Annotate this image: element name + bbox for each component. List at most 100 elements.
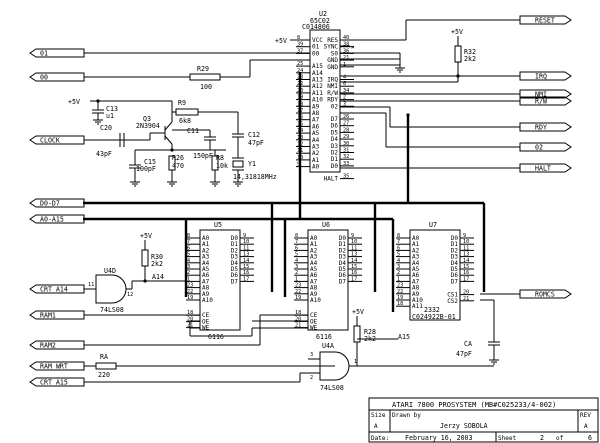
u7-pin-15: 15 — [463, 264, 469, 270]
u6-pinlabel-a4: A4 — [310, 260, 318, 267]
u7-pinlabel-d4: D4 — [451, 260, 459, 267]
u2-pin-26: 26 — [343, 114, 349, 120]
u5-pin-10: 10 — [243, 239, 249, 245]
a14-net-label: A14 — [152, 273, 164, 281]
size-label: Size — [371, 412, 386, 419]
svg-text:00: 00 — [40, 74, 48, 82]
u5-part: 6116 — [208, 333, 224, 341]
r28-ref: R28 — [364, 328, 376, 336]
u4d-type: 74LS08 — [100, 306, 124, 314]
u7-pin-22: 22 — [397, 289, 403, 295]
u7-pinlabel-d7: D7 — [451, 278, 459, 285]
u7-pin-7: 7 — [397, 239, 400, 245]
u5-pin-7: 7 — [187, 239, 190, 245]
u5-pin-5: 5 — [187, 252, 190, 258]
u5-pinlabel-a5: A5 — [202, 266, 210, 273]
c15-value: 100pF — [136, 165, 156, 173]
u7-pinlabel-a5: A5 — [412, 266, 420, 273]
q3-type: 2N3904 — [136, 122, 160, 130]
u7-pin-13: 13 — [463, 252, 469, 258]
u2-pin-38: 38 — [343, 42, 349, 48]
u2-pin-22: 22 — [297, 81, 303, 87]
port-rw: R/W — [519, 96, 572, 106]
u2-pinlabel-a2: A2 — [312, 150, 320, 157]
u5-pin-15: 15 — [243, 264, 249, 270]
u2-pinlabel-a15: A15 — [312, 63, 323, 70]
u5-pin-8: 8 — [187, 233, 190, 239]
u2-pinlabel-a4: A4 — [312, 137, 320, 144]
u7-pin-5: 5 — [397, 252, 400, 258]
u6-pinlabel-d0: D0 — [339, 235, 347, 242]
svg-text:RAM1: RAM1 — [40, 312, 56, 320]
date-value: February 16, 2003 — [405, 434, 473, 442]
u6-pinlabel-d6: D6 — [339, 272, 347, 279]
r30-ref: R30 — [151, 253, 163, 261]
u2-pin-13: 13 — [297, 135, 303, 141]
u5-pinlabel-we: WE — [202, 325, 210, 332]
u5-pinlabel-d6: D6 — [231, 272, 239, 279]
u2-pin-2: 2 — [343, 95, 346, 101]
r30-value: 2k2 — [151, 260, 163, 268]
u7-pinlabel-a11: A11 — [412, 303, 423, 310]
u5-pin-14: 14 — [243, 258, 249, 264]
u6-pinlabel-a6: A6 — [310, 272, 318, 279]
u5-pinlabel-a9: A9 — [202, 291, 210, 298]
date-label: Date: — [371, 435, 389, 442]
svg-text:RDY: RDY — [535, 124, 547, 132]
u2-pin-30: 30 — [343, 141, 349, 147]
u5-pinlabel-d2: D2 — [231, 247, 239, 254]
u2-pin-9: 9 — [297, 162, 300, 168]
u2-pin-37: 37 — [297, 48, 303, 54]
u6-pin-1: 1 — [295, 276, 298, 282]
u2-pinlabel-sync: SYNC — [324, 44, 339, 51]
r29-ref: R29 — [197, 65, 209, 73]
u7-part: 2332 — [424, 306, 440, 314]
vcc-supply-label: +5V — [275, 37, 287, 45]
u2-pinlabel-d6: D6 — [331, 123, 339, 130]
port-halt: HALT — [519, 163, 572, 173]
u5-pinlabel-d0: D0 — [231, 235, 239, 242]
port-crta14: CRT A14 — [29, 284, 85, 294]
u4d-ref: U4D — [104, 267, 116, 275]
svg-text:×: × — [351, 44, 355, 51]
u2-pin-29: 29 — [343, 134, 349, 140]
u2-pinlabel-a9: A9 — [312, 103, 320, 110]
port-crta15: CRT A15 — [29, 377, 85, 387]
svg-text:RAM2: RAM2 — [40, 342, 56, 350]
svg-text:IRQ: IRQ — [535, 73, 547, 81]
svg-text:HALT: HALT — [535, 165, 551, 173]
u6-pin-22: 22 — [295, 289, 301, 295]
u6-pinlabel-d3: D3 — [339, 254, 347, 261]
u7-pin-11: 11 — [463, 245, 469, 251]
u5-pin-9: 9 — [243, 233, 246, 239]
r32-ref: R32 — [464, 48, 476, 56]
port-rdy: RDY — [519, 122, 572, 132]
r29-value: 100 — [200, 83, 212, 91]
u2-pin-15: 15 — [297, 121, 303, 127]
u7-pinlabel-d1: D1 — [451, 241, 459, 248]
svg-text:RAM WRT: RAM WRT — [40, 363, 68, 371]
u2-sub: C014806 — [302, 23, 330, 31]
u2-pinlabel-d1: D1 — [331, 156, 339, 163]
u7-pinlabel-a6: A6 — [412, 272, 420, 279]
u2-pinlabel-nmi: NMI — [327, 83, 338, 90]
c12-ref: C12 — [248, 131, 260, 139]
u7-pin-10: 10 — [463, 239, 469, 245]
u7-pin-23: 23 — [397, 283, 403, 289]
y1-ref: Y1 — [248, 160, 256, 168]
u6-pinlabel-a3: A3 — [310, 254, 318, 261]
title-block: ATARI 7800 PROSYSTEM (MB#C025233/4-002) … — [368, 397, 599, 443]
r9-ref: R9 — [178, 99, 186, 107]
svg-text:D0-D7: D0-D7 — [40, 200, 60, 208]
gate-u4a: RA 220 3 2 1 U4A 74LS08 +5V R28 2k2 A15 … — [84, 293, 520, 392]
u6-pin-4: 4 — [295, 258, 298, 264]
u7-pin-6: 6 — [397, 245, 400, 251]
sheet-of-label: of — [556, 435, 564, 442]
u7-sub: C024922B-01 — [412, 313, 456, 321]
r30-supply-label: +5V — [140, 232, 152, 240]
u2-pin-34: 34 — [343, 88, 349, 94]
u2-pinlabel-00: 00 — [312, 50, 320, 57]
u7-pinlabel-d2: D2 — [451, 247, 459, 254]
u2-pinlabel-a5: A5 — [312, 130, 320, 137]
u5-pin-3: 3 — [187, 264, 190, 270]
